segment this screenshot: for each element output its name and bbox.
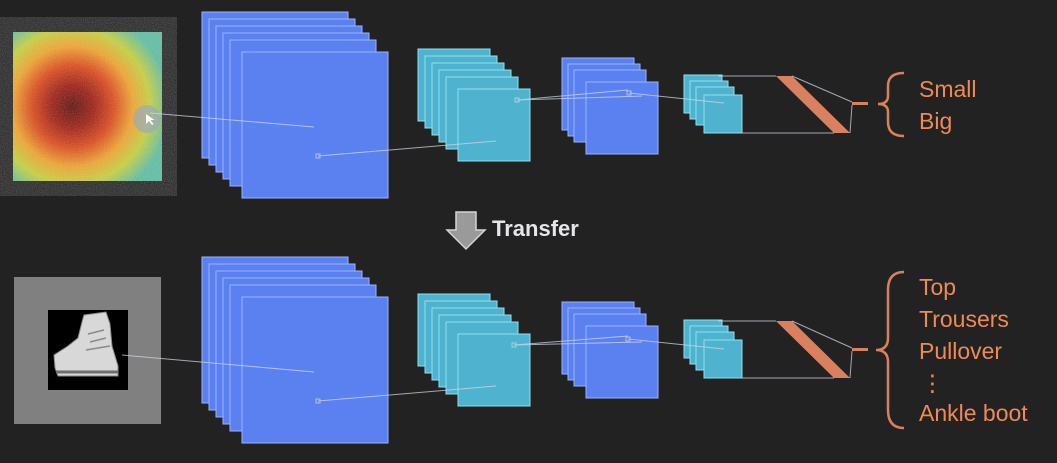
source-classes-brace: [877, 71, 905, 138]
class-label-pullover: Pullover: [919, 338, 1003, 364]
target-network: [14, 256, 905, 444]
class-label-trousers: Trousers: [919, 306, 1009, 332]
transfer-marker: Transfer: [486, 207, 579, 251]
connection-lines: [149, 75, 853, 159]
transfer-label: Transfer: [492, 216, 579, 241]
output-node: [852, 102, 868, 105]
class-label-big: Big: [919, 108, 953, 134]
conv-block-4: [683, 74, 743, 134]
dense-layer: [776, 76, 850, 133]
class-label-small: Small: [919, 76, 977, 102]
conv-block-2: [417, 293, 531, 407]
connection-lines: [121, 320, 853, 404]
output-node: [852, 348, 868, 351]
dense-layer: [776, 321, 850, 378]
conv-block-1: [201, 256, 389, 444]
ankle-boot-image: [14, 277, 161, 424]
class-label-ellipsis: ⋮: [921, 370, 944, 396]
conv-block-4: [683, 319, 743, 379]
conv-block-3: [561, 301, 659, 399]
cursor-icon: [146, 114, 155, 125]
down-arrow-icon: [445, 211, 487, 251]
conv-block-2: [417, 48, 531, 162]
conv-block-1: [201, 11, 389, 199]
heatmap-image: [13, 32, 162, 181]
conv-block-3: [561, 57, 659, 155]
class-label-top: Top: [919, 274, 957, 300]
source-network: [13, 11, 905, 199]
target-classes-brace: [875, 270, 905, 430]
boot-icon: [53, 311, 119, 377]
class-label-ankle-boot: Ankle boot: [919, 400, 1028, 426]
